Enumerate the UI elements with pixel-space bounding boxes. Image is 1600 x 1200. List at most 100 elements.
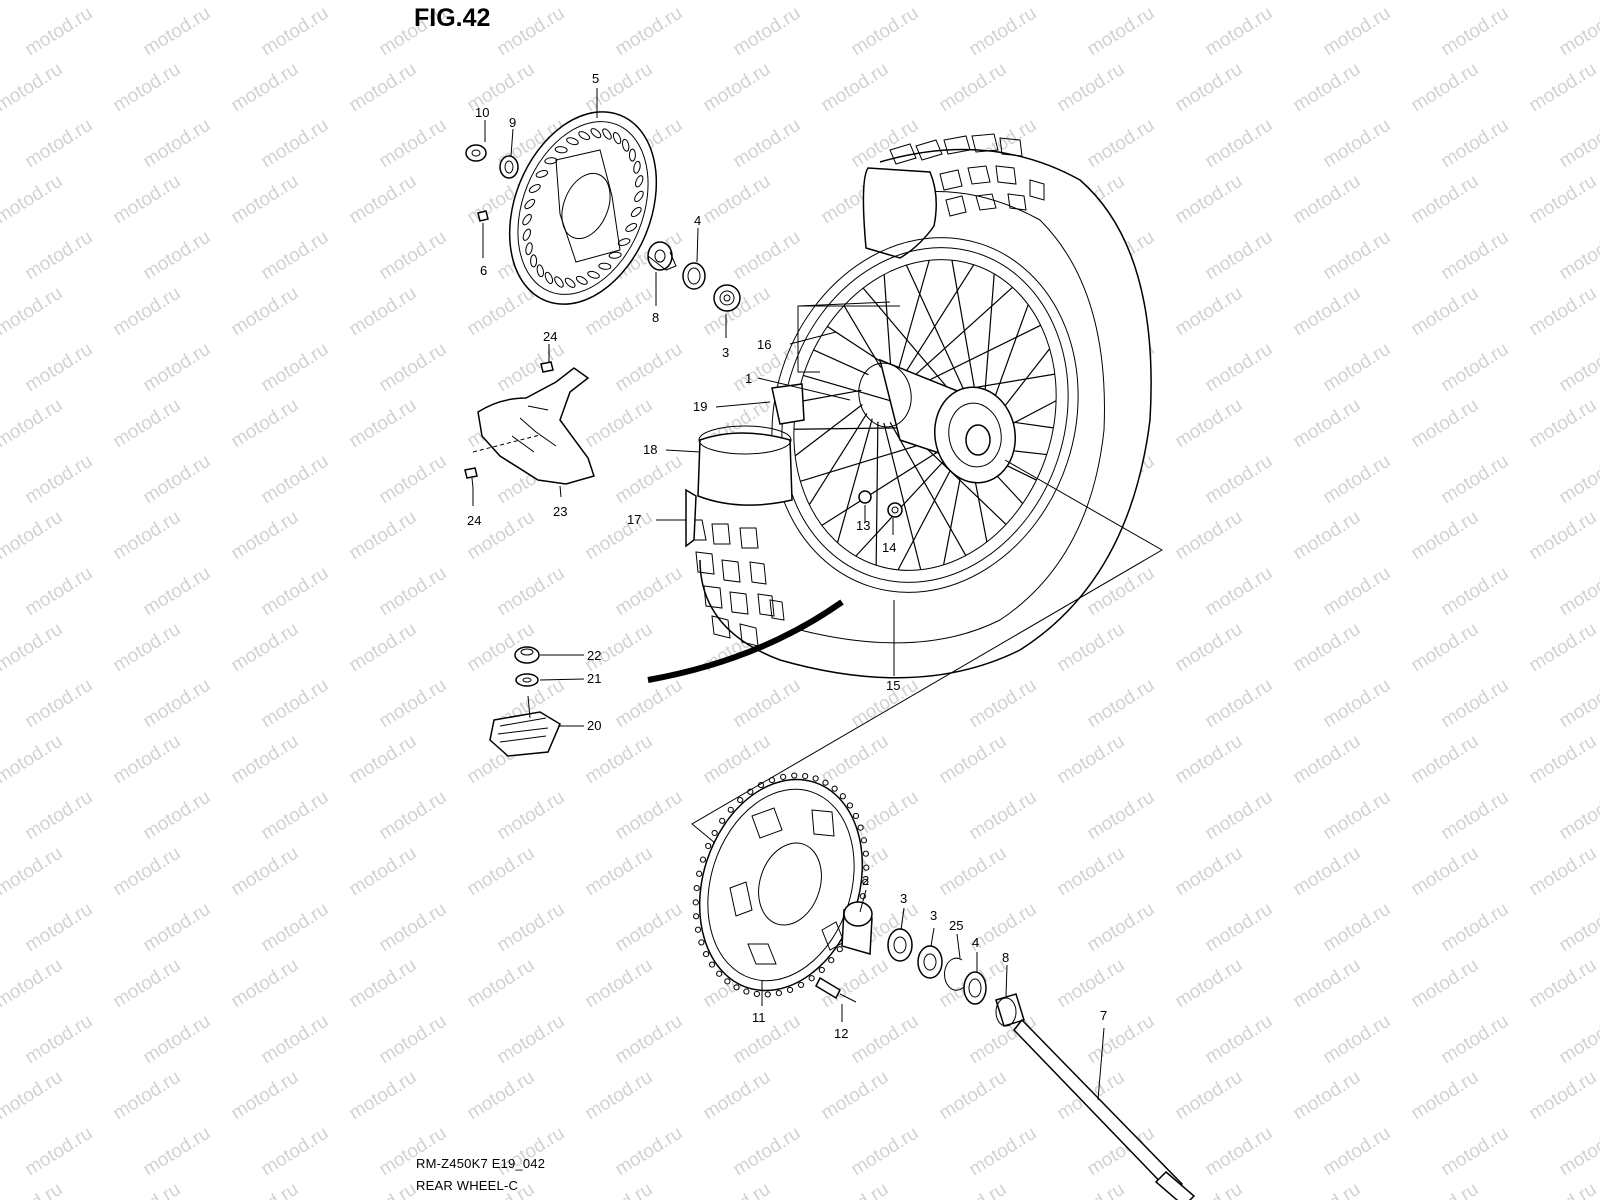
watermark-text: motod.ru — [1556, 899, 1600, 957]
watermark-text: motod.ru — [1408, 171, 1483, 229]
watermark-text: motod.ru — [140, 675, 215, 733]
spoke — [988, 304, 1029, 413]
watermark-text: motod.ru — [494, 787, 569, 845]
watermark-text: motod.ru — [1084, 675, 1159, 733]
disc-hole — [625, 223, 638, 232]
watermark-text: motod.ru — [140, 451, 215, 509]
watermark-text: motod.ru — [1408, 0, 1483, 4]
watermark-text: motod.ru — [612, 899, 687, 957]
watermark-text: motod.ru — [730, 3, 805, 61]
bearing-upper — [713, 284, 741, 312]
callout-8-lower: 8 — [1002, 950, 1009, 965]
watermark-text: motod.ru — [1054, 619, 1129, 677]
rear-axle — [1013, 1018, 1196, 1200]
watermark-text: motod.ru — [464, 843, 539, 901]
disc-hole — [522, 213, 532, 226]
watermark-text: motod.ru — [1202, 899, 1277, 957]
watermark-text: motod.ru — [700, 731, 775, 789]
callout-2: 2 — [862, 873, 869, 888]
watermark-text: motod.ru — [1084, 787, 1159, 845]
watermark-text: motod.ru — [494, 563, 569, 621]
watermark-text: motod.ru — [1084, 899, 1159, 957]
watermark-text: motod.ru — [1438, 675, 1513, 733]
watermark-text: motod.ru — [258, 115, 333, 173]
watermark-text: motod.ru — [0, 1067, 66, 1125]
watermark-text: motod.ru — [22, 115, 97, 173]
watermark-text: motod.ru — [376, 227, 451, 285]
callout-13: 13 — [856, 518, 870, 533]
watermark-text: motod.ru — [376, 115, 451, 173]
watermark-text: motod.ru — [848, 3, 923, 61]
watermark-text: motod.ru — [1054, 843, 1129, 901]
watermark-text: motod.ru — [22, 1011, 97, 1069]
leader-lines — [472, 88, 1163, 1101]
watermark-text: motod.ru — [1172, 1067, 1247, 1125]
watermark-text: motod.ru — [1556, 1011, 1600, 1069]
watermark-text: motod.ru — [376, 675, 451, 733]
callout-10: 10 — [475, 105, 489, 120]
watermark-text: motod.ru — [464, 283, 539, 341]
disc-guard-bolt-lower — [464, 467, 478, 489]
watermark-text: motod.ru — [1202, 115, 1277, 173]
callout-6: 6 — [480, 263, 487, 278]
sprocket-tooth — [693, 884, 700, 892]
callout-20: 20 — [587, 718, 601, 733]
spoke — [983, 273, 995, 409]
watermark-text: motod.ru — [582, 59, 657, 117]
sprocket-tooth — [802, 772, 809, 780]
watermark-text: motod.ru — [228, 955, 303, 1013]
watermark-text: motod.ru — [612, 675, 687, 733]
watermark-text: motod.ru — [936, 1067, 1011, 1125]
watermark-text: motod.ru — [818, 1067, 893, 1125]
watermark-text: motod.ru — [1290, 171, 1365, 229]
watermark-text: motod.ru — [730, 675, 805, 733]
watermark-text: motod.ru — [110, 59, 185, 117]
brake-disc — [508, 111, 658, 305]
watermark-text: motod.ru — [1408, 395, 1483, 453]
sprocket-tooth — [775, 990, 782, 997]
callout-3: 3 — [722, 345, 729, 360]
watermark-text: motod.ru — [1202, 1011, 1277, 1069]
disc-guard-bolt-upper — [540, 361, 554, 373]
watermark-text: motod.ru — [1408, 731, 1483, 789]
sprocket-tooth — [733, 984, 740, 991]
callout-23: 23 — [553, 504, 567, 519]
watermark-text: motod.ru — [346, 843, 421, 901]
watermark-text: motod.ru — [346, 0, 421, 4]
disc-hole — [564, 277, 576, 288]
disc-hole — [525, 242, 533, 256]
watermark-text: motod.ru — [818, 59, 893, 117]
watermark-text: motod.ru — [22, 1123, 97, 1181]
watermark-text: motod.ru — [1172, 731, 1247, 789]
watermark-text: motod.ru — [346, 283, 421, 341]
rim-band — [697, 425, 793, 506]
spoke — [843, 305, 882, 368]
disc-hole — [535, 170, 549, 178]
watermark-text: motod.ru — [700, 171, 775, 229]
watermark-text: motod.ru — [0, 0, 66, 4]
watermark-text: motod.ru — [22, 899, 97, 957]
callout-7: 7 — [1100, 1008, 1107, 1023]
spoke — [796, 389, 862, 403]
callout-22: 22 — [587, 648, 601, 663]
spoke — [821, 442, 953, 526]
sprocket-tooth — [818, 966, 825, 974]
watermark-text: motod.ru — [346, 955, 421, 1013]
watermark-text: motod.ru — [1320, 227, 1395, 285]
spoke — [855, 449, 955, 557]
watermark-text: motod.ru — [110, 955, 185, 1013]
watermark-text: motod.ru — [936, 59, 1011, 117]
watermark-text: motod.ru — [1290, 1179, 1365, 1200]
disc-guard — [477, 367, 595, 485]
sprocket-tooth — [822, 779, 829, 786]
spoke — [883, 422, 922, 570]
figure-title: FIG.42 — [414, 4, 491, 32]
watermark-text: motod.ru — [110, 283, 185, 341]
callout-18: 18 — [643, 442, 657, 457]
watermark-text: motod.ru — [22, 787, 97, 845]
disc-hole — [544, 271, 554, 285]
watermark-text: motod.ru — [936, 1179, 1011, 1200]
watermark-text: motod.ru — [228, 0, 303, 4]
sprocket-tooth — [696, 870, 703, 877]
watermark-text: motod.ru — [110, 1179, 185, 1200]
